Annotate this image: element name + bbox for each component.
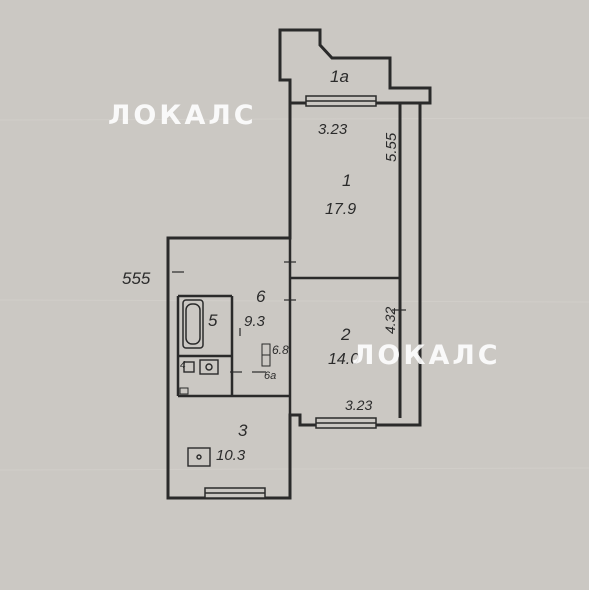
watermark-top: ЛОКАЛС [108, 100, 257, 131]
door-marks [172, 261, 406, 373]
shaft-marks [179, 343, 271, 395]
room-2-length: 4.32 [382, 307, 398, 334]
interior-walls [176, 238, 400, 415]
corridor-dimension: 555 [122, 269, 151, 288]
room-1a-number: 1а [330, 67, 349, 86]
room-4-number: 4 [180, 360, 186, 371]
windows [204, 95, 377, 499]
stove-fixture [187, 447, 211, 467]
watermark-middle: ЛОКАЛС [352, 340, 501, 371]
room-6-number: 6 [256, 287, 266, 306]
room-6-area: 9.3 [244, 313, 266, 330]
bathtub-fixture [182, 299, 204, 349]
room-2-width: 3.23 [345, 397, 372, 413]
room-2-number: 2 [340, 325, 351, 344]
room-5-number: 5 [208, 311, 218, 330]
sink-fixture [183, 359, 219, 375]
room-6a-area: 6.8 [272, 343, 289, 357]
room-1a-dimension: 3.23 [318, 121, 348, 138]
room-2-area: 14.0 [328, 351, 359, 368]
room-1-number: 1 [342, 171, 351, 190]
room-3-area: 10.3 [216, 447, 246, 464]
room-6a-number: 6а [264, 370, 276, 382]
room-1-dimension: 5.55 [383, 132, 400, 162]
room-3-number: 3 [238, 421, 248, 440]
room-1-area: 17.9 [325, 201, 356, 218]
